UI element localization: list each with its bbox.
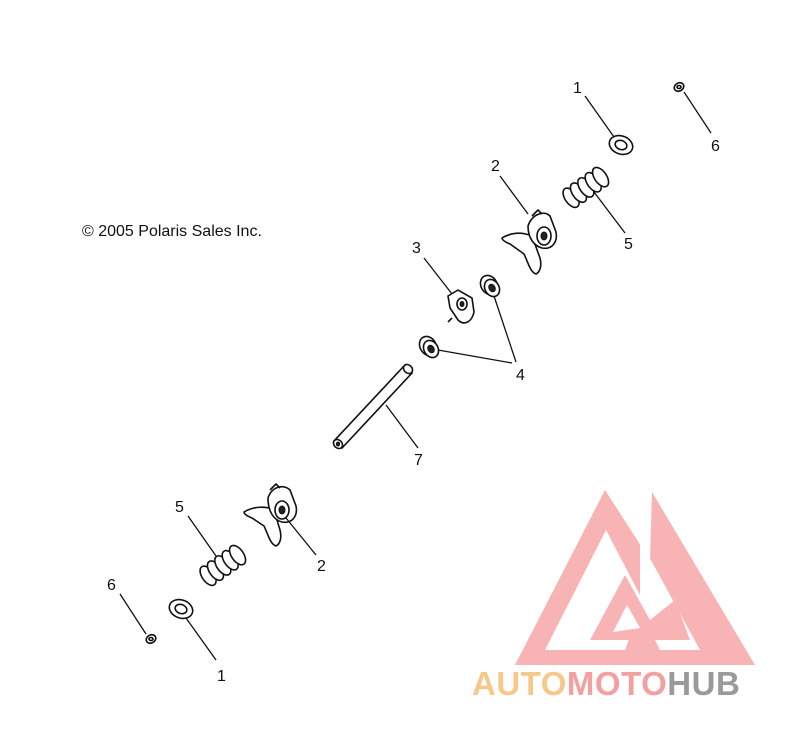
label-shaft: 7 — [414, 452, 423, 469]
label-clip-bottom: 6 — [107, 577, 116, 594]
logo-inner-gap — [613, 605, 640, 632]
watermark-auto: AUTO — [472, 665, 567, 702]
label-washer-top: 1 — [573, 80, 582, 97]
washer-top-part — [608, 134, 634, 156]
bushing-upper-part — [479, 274, 501, 298]
leader-clip-bottom — [119, 593, 147, 635]
label-fork-small: 3 — [412, 240, 421, 257]
label-fork-bottom: 2 — [317, 558, 326, 575]
clip-top-part — [673, 81, 685, 93]
clip-bottom-part — [145, 633, 157, 645]
leader-washer-top — [584, 95, 615, 138]
leader-spring-top — [593, 191, 626, 234]
spring-top-part — [562, 166, 610, 209]
leader-clip-top — [683, 91, 712, 134]
watermark-moto: MOTO — [567, 665, 667, 702]
leader-spring-bottom — [187, 515, 217, 557]
fork-small-part — [447, 289, 475, 324]
leader-shaft — [385, 404, 419, 449]
leader-fork-top — [499, 175, 529, 215]
leader-bushing-upper — [493, 295, 517, 363]
washer-bottom-part — [168, 598, 194, 620]
spring-bottom-part — [199, 544, 247, 587]
bushing-lower-part — [418, 335, 440, 359]
watermark-hub: HUB — [667, 665, 740, 702]
copyright-text: © 2005 Polaris Sales Inc. — [82, 223, 262, 240]
label-clip-top: 6 — [711, 138, 720, 155]
leader-washer-bottom — [185, 617, 217, 661]
fork-bottom-part — [243, 483, 298, 547]
leader-fork-small — [423, 257, 453, 295]
label-spring-bottom: 5 — [175, 499, 184, 516]
logo-inner-triangle — [590, 575, 690, 640]
label-fork-top: 2 — [491, 158, 500, 175]
label-bushing: 4 — [516, 367, 525, 384]
shaft-part — [332, 363, 414, 450]
leader-bushing-lower — [437, 349, 513, 364]
fork-top-part — [501, 209, 558, 275]
label-spring-top: 5 — [624, 236, 633, 253]
watermark-text: AUTOMOTOHUB — [472, 665, 740, 702]
watermark-logo — [515, 490, 755, 665]
label-washer-bottom: 1 — [217, 668, 226, 685]
leader-fork-bottom — [285, 517, 317, 556]
